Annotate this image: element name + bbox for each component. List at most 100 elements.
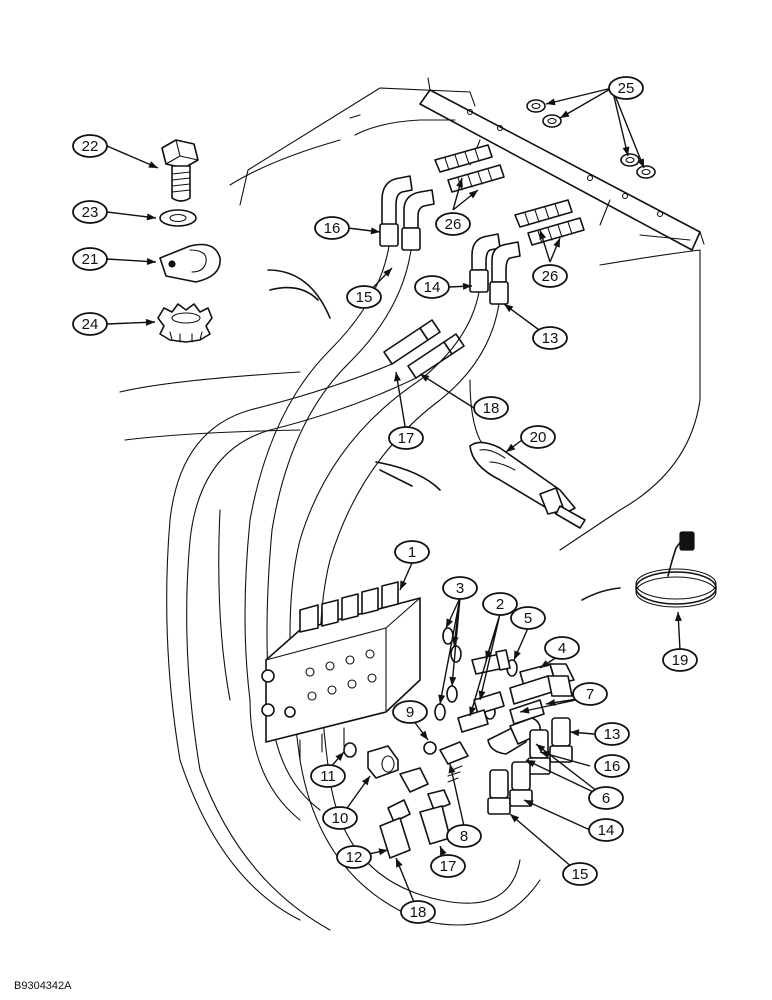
arrowhead — [468, 190, 478, 199]
callout-12: 12 — [336, 845, 372, 869]
callout-oval — [608, 76, 644, 100]
callout-oval — [510, 606, 546, 630]
callout-8: 8 — [446, 824, 482, 848]
arrowhead — [462, 282, 472, 290]
arrowhead — [540, 751, 550, 758]
callout-21: 21 — [72, 247, 108, 271]
callout-oval — [346, 285, 382, 309]
arrowhead — [504, 304, 514, 313]
arrowhead — [539, 230, 547, 240]
lower-hose-ends — [487, 717, 573, 815]
callout-label: 13 — [542, 330, 559, 347]
hose-runs — [166, 245, 561, 931]
callout-label: 7 — [586, 686, 594, 703]
callout-label: 26 — [445, 216, 462, 233]
callout-label: 25 — [618, 80, 635, 97]
callout-label: 9 — [406, 704, 414, 721]
callout-oval — [435, 212, 471, 236]
o-rings — [343, 627, 518, 758]
arrowhead — [446, 618, 453, 628]
callout-oval — [473, 396, 509, 420]
callout-10: 10 — [322, 806, 358, 830]
callout-oval — [662, 648, 698, 672]
callout-oval — [392, 700, 428, 724]
arrowhead — [378, 848, 388, 856]
arrowhead — [524, 800, 534, 807]
callout-5: 5 — [510, 606, 546, 630]
callout-2: 2 — [482, 592, 518, 616]
callout-16: 16 — [594, 754, 630, 778]
callout-oval — [310, 764, 346, 788]
callout-oval — [562, 862, 598, 886]
callout-1: 1 — [394, 540, 430, 564]
callout-14: 14 — [414, 275, 450, 299]
arrowhead — [146, 213, 156, 221]
callout-label: 17 — [440, 858, 457, 875]
callout-oval — [72, 134, 108, 158]
callout-26: 26 — [532, 264, 568, 288]
upper-hose-elbows — [379, 175, 521, 305]
callout-label: 21 — [82, 251, 99, 268]
callout-label: 13 — [604, 726, 621, 743]
callout-label: 20 — [530, 429, 547, 446]
callout-oval — [588, 786, 624, 810]
arrowhead — [520, 706, 530, 714]
callout-label: 3 — [456, 580, 464, 597]
callout-label: 18 — [410, 904, 427, 921]
bulkhead-fittings-lower — [514, 199, 585, 246]
callout-oval — [544, 636, 580, 660]
callout-20: 20 — [520, 425, 556, 449]
arrowhead — [536, 744, 546, 753]
callout-13: 13 — [594, 722, 630, 746]
callout-label: 19 — [672, 652, 689, 669]
arrowhead — [540, 660, 550, 668]
arrowhead — [526, 760, 536, 768]
cable-tie-part — [469, 441, 586, 529]
adapter-fittings — [457, 649, 575, 755]
callout-label: 12 — [346, 849, 363, 866]
arrowhead — [510, 814, 520, 823]
callout-oval — [72, 200, 108, 224]
callout-9: 9 — [392, 700, 428, 724]
callout-oval — [572, 682, 608, 706]
arrowhead — [506, 443, 516, 452]
arrowhead — [560, 110, 570, 118]
callout-label: 5 — [524, 610, 532, 627]
callout-18: 18 — [400, 900, 436, 924]
callout-oval — [314, 216, 350, 240]
arrowhead — [546, 98, 556, 106]
callout-label: 17 — [398, 430, 415, 447]
callout-oval — [594, 722, 630, 746]
arrowhead — [396, 858, 403, 868]
arrowhead-layer — [145, 98, 682, 868]
arrowhead — [394, 372, 401, 382]
callout-label: 10 — [332, 810, 349, 827]
arrowhead — [383, 268, 392, 277]
callout-oval — [446, 824, 482, 848]
callout-label: 23 — [82, 204, 99, 221]
callout-14: 14 — [588, 818, 624, 842]
machine-frame-outline — [119, 87, 701, 551]
callout-label: 24 — [82, 316, 99, 333]
callout-label: 11 — [320, 768, 336, 785]
arrowhead — [553, 238, 560, 248]
arrowhead — [361, 776, 370, 786]
callout-label: 18 — [483, 400, 500, 417]
callout-15: 15 — [562, 862, 598, 886]
callout-19: 19 — [662, 648, 698, 672]
callout-25: 25 — [608, 76, 644, 100]
callout-3: 3 — [442, 576, 478, 600]
arrowhead — [448, 764, 456, 774]
arrowhead — [514, 650, 521, 660]
callout-7: 7 — [572, 682, 608, 706]
callout-label: 1 — [408, 544, 416, 561]
callout-label: 14 — [598, 822, 615, 839]
callout-label: 26 — [542, 268, 559, 285]
coil-part — [635, 531, 717, 608]
callout-17: 17 — [430, 854, 466, 878]
callout-oval — [72, 312, 108, 336]
arrowhead — [478, 690, 486, 700]
arrowhead — [438, 694, 446, 704]
